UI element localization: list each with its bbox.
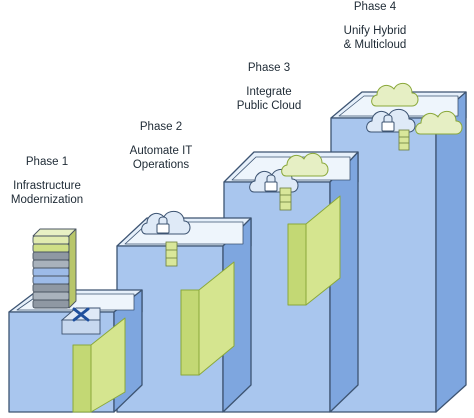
phase-3-title: Phase 3 — [247, 62, 291, 74]
phase-2-line2: Operations — [132, 159, 190, 171]
phase-4-line2: & Multicloud — [343, 39, 407, 51]
server-small-icon — [398, 129, 410, 151]
phase-4-label: Phase 4 Unify Hybrid & Multicloud — [326, 0, 424, 52]
phase-1-label: Phase 1 Infrastructure Modernization — [0, 155, 94, 207]
phase-1-title: Phase 1 — [25, 156, 69, 168]
phase-3-line2: Public Cloud — [236, 100, 302, 112]
cloud-icon — [281, 152, 329, 177]
phase-1-green-band — [72, 317, 126, 413]
phase-4-line1: Unify Hybrid — [343, 25, 407, 37]
phase-3-line1: Integrate — [246, 86, 292, 98]
cloud-icon — [415, 110, 463, 135]
phase-1-line2: Modernization — [10, 194, 84, 206]
phase-2-title: Phase 2 — [139, 121, 183, 133]
phase-2-green-band — [180, 261, 235, 376]
x-logo-icon — [60, 307, 101, 335]
server-small-icon — [279, 187, 292, 211]
lock-cloud-icon — [141, 210, 191, 235]
cloud-icon — [371, 82, 419, 107]
phase-1-line1: Infrastructure — [13, 180, 81, 192]
server-stack-icon — [32, 228, 77, 309]
lock-cloud-icon — [366, 108, 416, 133]
phase-2-label: Phase 2 Automate IT Operations — [112, 120, 210, 172]
phase-4-title: Phase 4 — [353, 1, 397, 13]
phase-2-line1: Automate IT — [129, 145, 193, 157]
phase-3-green-band — [287, 195, 341, 306]
phase-3-label: Phase 3 Integrate Public Cloud — [220, 61, 318, 113]
server-small-icon — [165, 241, 178, 267]
